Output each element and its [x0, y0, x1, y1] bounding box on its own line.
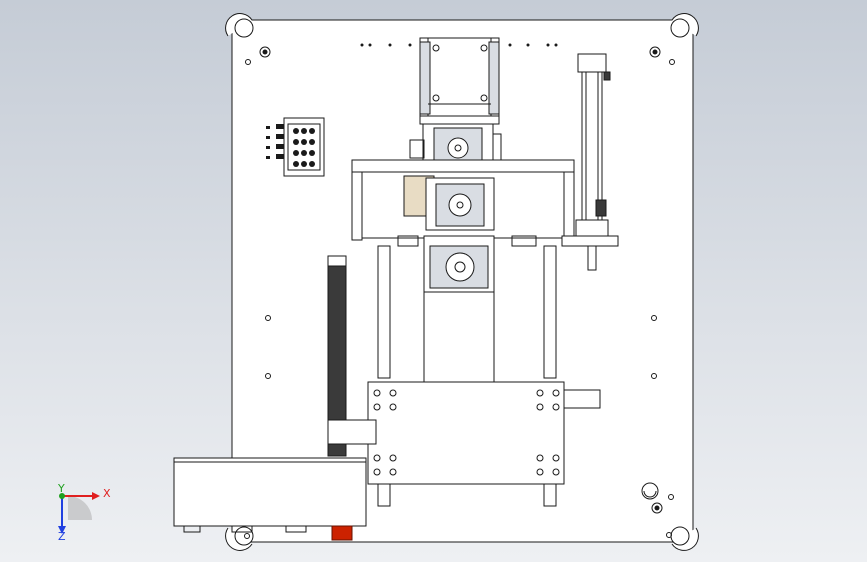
mounting-screw — [259, 46, 271, 58]
triad-x-arrowhead — [92, 492, 100, 500]
cross-bracket — [351, 159, 575, 173]
triad-y-label: Y — [58, 482, 65, 495]
rail-end-left — [377, 483, 391, 507]
clamp-block-left — [397, 235, 419, 247]
corner-foot — [670, 13, 699, 38]
clamp-block-right — [511, 235, 537, 247]
rail-end-right — [543, 483, 557, 507]
cable-grommet — [641, 482, 659, 500]
emergency-stop-button — [331, 525, 353, 541]
linear-rail-right — [543, 245, 557, 379]
plate-hole — [669, 59, 675, 65]
valve-manifold — [266, 117, 325, 177]
linear-rail-left — [377, 245, 391, 379]
triad-plane — [68, 496, 92, 520]
gear-motor — [423, 235, 495, 293]
top-hole-row — [360, 43, 558, 47]
corner-foot — [225, 13, 254, 38]
triad-x-label: X — [103, 487, 111, 500]
cylinder-bracket — [561, 235, 619, 247]
mounting-screw — [651, 502, 663, 514]
stepper-motor-lower — [425, 177, 495, 231]
coordinate-triad[interactable] — [58, 492, 100, 534]
plate-hole — [265, 315, 271, 321]
top-motor-housing — [419, 37, 500, 125]
plate-hole — [245, 59, 251, 65]
plate-hole — [666, 532, 672, 538]
plate-hole — [651, 315, 657, 321]
plate-hole — [651, 373, 657, 379]
sensor-mount — [327, 419, 377, 445]
cable-grommet-inner — [643, 490, 657, 498]
corner-foot — [670, 526, 699, 551]
triad-z-arrowhead — [58, 526, 66, 534]
mounting-screw — [649, 46, 661, 58]
pneumatic-cylinder — [575, 53, 611, 271]
plate-hole — [244, 533, 250, 539]
triad-z-label: Z — [58, 530, 66, 543]
plate-hole — [668, 494, 674, 500]
triad-y-origin — [59, 493, 65, 499]
plate-hole — [265, 373, 271, 379]
slide-plate — [367, 381, 601, 485]
control-box — [173, 457, 367, 533]
